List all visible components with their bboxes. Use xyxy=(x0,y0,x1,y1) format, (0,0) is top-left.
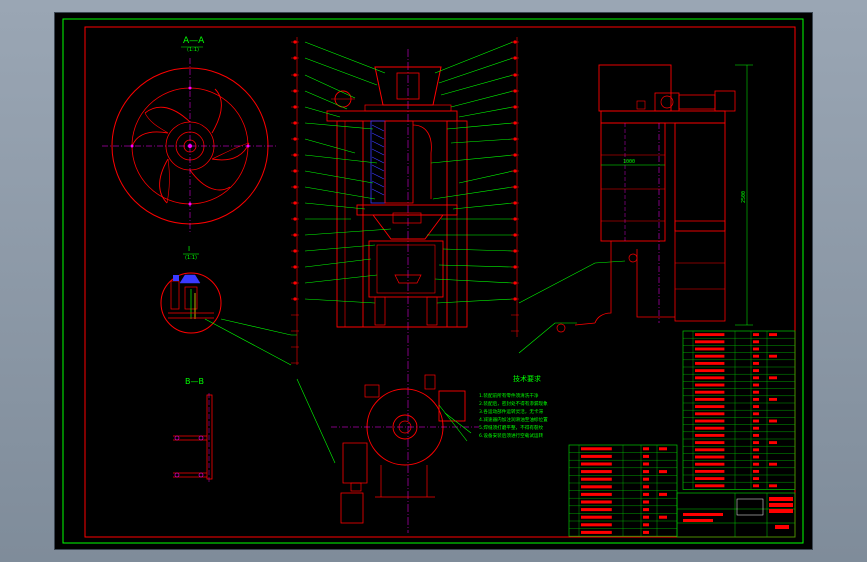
main-assembly-view xyxy=(204,37,626,533)
tech-note-4: 4.减速器内加注润滑油至油标位置 xyxy=(479,416,548,423)
section-aa-view: A—A (1:1) xyxy=(102,36,278,234)
section-bb-label: B—B xyxy=(185,377,204,386)
section-bb-view: B—B xyxy=(173,377,213,483)
title-block xyxy=(676,492,796,538)
dimension-height: 2500 xyxy=(741,191,747,203)
detail-i-view: I (1:1) xyxy=(160,245,222,334)
tech-note-6: 6.设备安装后须进行空载试运转 xyxy=(479,432,544,439)
detail-i-label: I xyxy=(188,245,190,253)
dimension-width: 1000 xyxy=(623,159,635,165)
section-aa-scale: (1:1) xyxy=(187,47,199,53)
tech-note-1: 1.装配前所有零件须清洗干净 xyxy=(479,392,539,399)
cad-drawing-svg: A—A (1:1) xyxy=(62,18,804,544)
tech-note-2: 2.装配后，密封处不得有渗漏现象 xyxy=(479,400,548,407)
technical-requirements: 技术要求 1.装配前所有零件须清洗干净 2.装配后，密封处不得有渗漏现象 3.各… xyxy=(479,374,548,439)
drawing-canvas[interactable]: A—A (1:1) xyxy=(55,13,812,549)
section-aa-label: A—A xyxy=(183,36,205,46)
detail-i-scale: (1:1) xyxy=(185,255,197,261)
side-elevation-view: 1000 2500 xyxy=(556,64,753,333)
parts-list-table-lower xyxy=(568,444,678,537)
inner-frame xyxy=(84,26,796,538)
tech-note-3: 3.各运动部件运转灵活，无卡滞 xyxy=(479,408,544,415)
tech-requirements-title: 技术要求 xyxy=(513,374,541,383)
outer-frame xyxy=(62,18,804,544)
tech-note-5: 5.焊缝须打磨平整，不得有裂纹 xyxy=(479,424,544,431)
parts-list-table xyxy=(682,330,796,490)
